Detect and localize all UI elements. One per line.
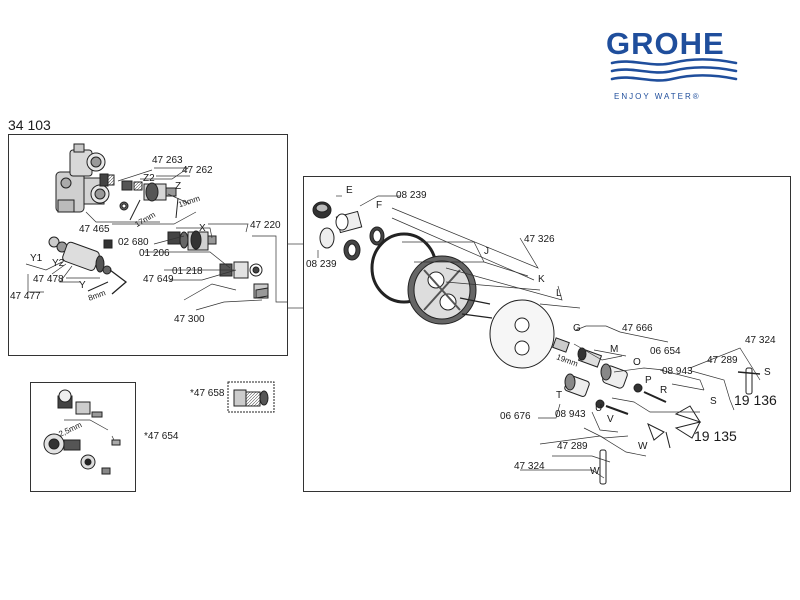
label-01206: 01 206 — [139, 248, 170, 259]
label-02680: 02 680 — [118, 237, 149, 248]
label-19136: 19 136 — [734, 392, 777, 408]
label-01218: 01 218 — [172, 266, 203, 277]
label-k: K — [538, 274, 545, 285]
label-u: U — [595, 403, 603, 414]
label-t: T — [556, 390, 563, 401]
label-y1: Y1 — [30, 253, 43, 264]
label-y: Y — [79, 280, 86, 291]
product-number: 34 103 — [8, 117, 51, 133]
label-r: R — [660, 385, 668, 396]
label-z: Z — [175, 181, 182, 192]
label-y2: Y2 — [52, 258, 65, 269]
label-47324-a: 47 324 — [745, 335, 776, 346]
label-47324-b: 47 324 — [514, 461, 545, 472]
label-m: M — [610, 344, 619, 355]
label-08239-b: 08 239 — [306, 259, 337, 270]
label-08943-b: 08 943 — [555, 409, 586, 420]
label-s-2: S — [710, 396, 717, 407]
label-s-1: S — [764, 367, 771, 378]
panel-trim-set — [303, 176, 791, 492]
label-47220: 47 220 — [250, 220, 281, 231]
label-x: X — [199, 223, 206, 234]
label-47289-a: 47 289 — [707, 355, 738, 366]
label-47300: 47 300 — [174, 314, 205, 325]
label-z2: Z2 — [143, 173, 155, 184]
label-47289-b: 47 289 — [557, 441, 588, 452]
panel-small-parts — [30, 382, 136, 492]
label-47465: 47 465 — [79, 224, 110, 235]
brand-tagline: ENJOY WATER® — [614, 92, 701, 101]
label-06654: 06 654 — [650, 346, 681, 357]
label-47658: *47 658 — [190, 388, 225, 399]
label-v: V — [607, 414, 614, 425]
label-w-1: W — [638, 441, 648, 452]
label-47478: 47 478 — [33, 274, 64, 285]
label-o: O — [633, 357, 641, 368]
label-p: P — [645, 375, 652, 386]
label-g: G — [573, 323, 581, 334]
label-47262: 47 262 — [182, 165, 213, 176]
insert-47658 — [227, 381, 275, 413]
label-19135: 19 135 — [694, 428, 737, 444]
label-w-2: W — [590, 466, 600, 477]
label-08239-a: 08 239 — [396, 190, 427, 201]
label-47477: 47 477 — [10, 291, 41, 302]
label-47666: 47 666 — [622, 323, 653, 334]
label-47326: 47 326 — [524, 234, 555, 245]
label-47654: *47 654 — [144, 431, 179, 442]
label-47263: 47 263 — [152, 155, 183, 166]
label-e: E — [346, 185, 353, 196]
brand-logo: GROHE — [606, 26, 725, 61]
label-06676: 06 676 — [500, 411, 531, 422]
label-j: J — [484, 246, 489, 257]
label-l: L — [556, 288, 562, 299]
label-f: F — [376, 200, 383, 211]
label-47649: 47 649 — [143, 274, 174, 285]
label-08943-a: 08 943 — [662, 366, 693, 377]
